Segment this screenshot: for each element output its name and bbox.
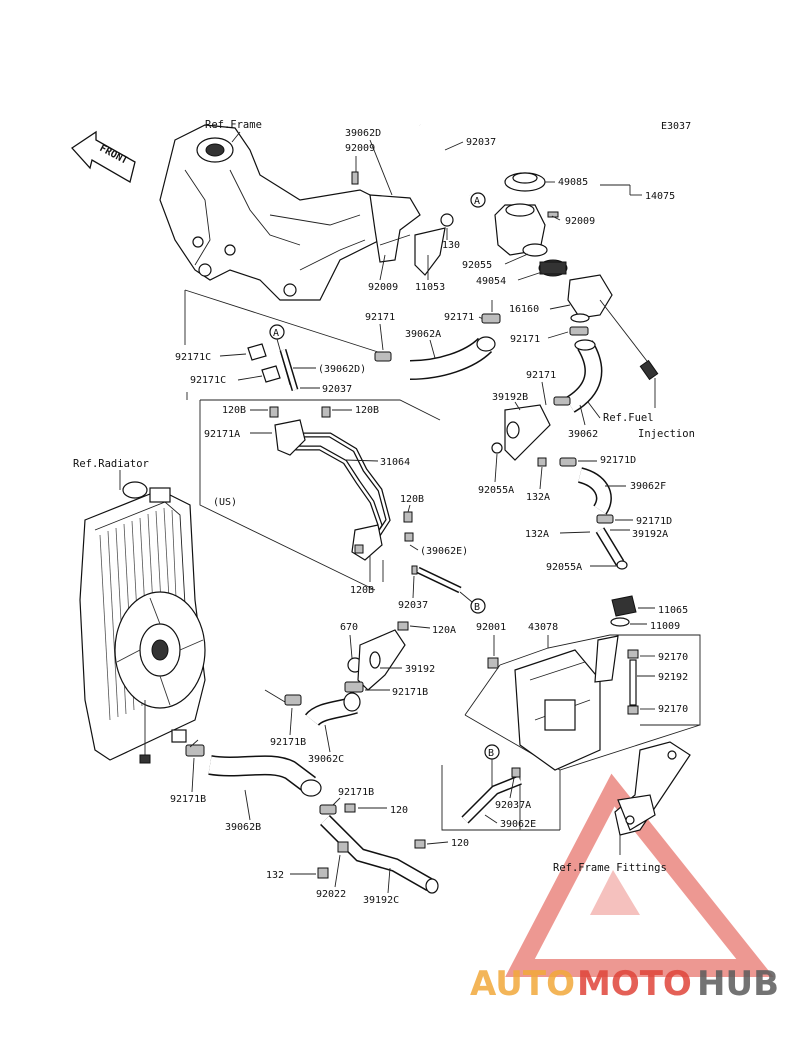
- part-92171-a: 92171: [365, 312, 395, 323]
- part-11053: 11053: [415, 282, 445, 293]
- part-92171B-2: 92171B: [270, 737, 306, 748]
- part-14075: 14075: [645, 191, 675, 202]
- part-120B-2: 120B: [355, 405, 379, 416]
- part-49085: 49085: [558, 177, 588, 188]
- part-132: 132: [266, 870, 284, 881]
- part-39062E: 39062E: [500, 819, 536, 830]
- part-92171B-4: 92171B: [338, 787, 374, 798]
- ref-frame-fittings-label: Ref.Frame Fittings: [553, 862, 667, 874]
- front-arrow-icon: FRONT: [71, 130, 136, 183]
- part-92171-d: 92171: [526, 370, 556, 381]
- marker-a-top: [470, 192, 486, 208]
- part-49054: 49054: [476, 276, 506, 287]
- part-92022: 92022: [316, 889, 346, 900]
- part-43078: 43078: [528, 622, 558, 633]
- part-39062D-paren: (39062D): [318, 364, 366, 375]
- ref-fuel-label-line2: Injection: [638, 428, 695, 440]
- marker-a-top-label: A: [474, 196, 480, 207]
- part-92055A-2: 92055A: [546, 562, 582, 573]
- part-92055: 92055: [462, 260, 492, 271]
- part-39062: 39062: [568, 429, 598, 440]
- part-39192C: 39192C: [363, 895, 399, 906]
- part-92055A-1: 92055A: [478, 485, 514, 496]
- part-92009-a: 92009: [345, 143, 375, 154]
- part-132A-2: 132A: [525, 529, 549, 540]
- part-39062F: 39062F: [630, 481, 666, 492]
- part-670: 670: [340, 622, 358, 633]
- part-130: 130: [442, 240, 460, 251]
- watermark-triangle: [505, 773, 774, 977]
- clip-92171C: [247, 343, 281, 383]
- watermark-auto: AUTO: [470, 964, 575, 1004]
- marker-a-lower-label: A: [273, 328, 279, 339]
- part-92009-c: 92009: [368, 282, 398, 293]
- part-92037-b: 92037: [322, 384, 352, 395]
- part-92037-a: 92037: [466, 137, 496, 148]
- marker-b-lower-label: B: [488, 748, 494, 759]
- part-120B-1: 120B: [222, 405, 246, 416]
- part-11065: 11065: [658, 605, 688, 616]
- part-39192A: 39192A: [632, 529, 668, 540]
- coolant-reservoir: [514, 649, 601, 771]
- part-11009: 11009: [650, 621, 680, 632]
- pipe-assembly-31064: [274, 419, 391, 561]
- diagram-code: E3037: [661, 121, 691, 132]
- part-120A: 120A: [432, 625, 456, 636]
- part-92170-2: 92170: [658, 704, 688, 715]
- part-120B-4: 120B: [350, 585, 374, 596]
- bracket-assembly: [351, 171, 454, 276]
- ref-fuel-label-line1: Ref.Fuel: [603, 412, 654, 424]
- part-92171D: 92171D: [600, 455, 636, 466]
- part-39062B: 39062B: [225, 822, 261, 833]
- watermark-moto: MOTO: [577, 964, 692, 1004]
- part-92171B-1: 92171B: [392, 687, 428, 698]
- part-92171-b: 92171: [444, 312, 474, 323]
- variant-note-us: (US): [213, 497, 237, 508]
- part-39062A: 39062A: [405, 329, 441, 340]
- radiator-drawing: [79, 481, 206, 764]
- part-120-2: 120: [451, 838, 469, 849]
- part-92001: 92001: [476, 622, 506, 633]
- part-31064: 31064: [380, 457, 410, 468]
- part-39062E-paren: (39062E): [420, 546, 468, 557]
- frame-fittings-bracket: [614, 741, 691, 836]
- part-92171C-1: 92171C: [175, 352, 211, 363]
- watermark-hub: HUB: [697, 964, 779, 1004]
- ref-frame-label: Ref.Frame: [205, 119, 262, 131]
- ref-radiator-label: Ref.Radiator: [73, 458, 149, 470]
- part-92171A: 92171A: [204, 429, 240, 440]
- part-92171D-2: 92171D: [636, 516, 672, 527]
- marker-b-upper-label: B: [474, 602, 480, 613]
- pipe-joint-39192: [357, 629, 406, 691]
- part-92037A: 92037A: [495, 800, 531, 811]
- thermostat: [538, 259, 568, 277]
- part-120-1: 120: [390, 805, 408, 816]
- part-16160: 16160: [509, 304, 539, 315]
- part-120B-3: 120B: [400, 494, 424, 505]
- part-92171B-3: 92171B: [170, 794, 206, 805]
- part-92192: 92192: [658, 672, 688, 683]
- part-92037-c: 92037: [398, 600, 428, 611]
- part-92009-b: 92009: [565, 216, 595, 227]
- part-39062C: 39062C: [308, 754, 344, 765]
- part-39192B: 39192B: [492, 392, 528, 403]
- watermark-logo: AUTO MOTO HUB: [470, 964, 779, 1004]
- part-92171-c: 92171: [510, 334, 540, 345]
- pipe-joint-39192B: [504, 404, 551, 461]
- marker-b-upper: [470, 598, 486, 614]
- part-39192: 39192: [405, 664, 435, 675]
- part-92171C-2: 92171C: [190, 375, 226, 386]
- radiator-cap: [504, 172, 546, 192]
- part-132A-1: 132A: [526, 492, 550, 503]
- part-39062D: 39062D: [345, 128, 381, 139]
- part-92170-1: 92170: [658, 652, 688, 663]
